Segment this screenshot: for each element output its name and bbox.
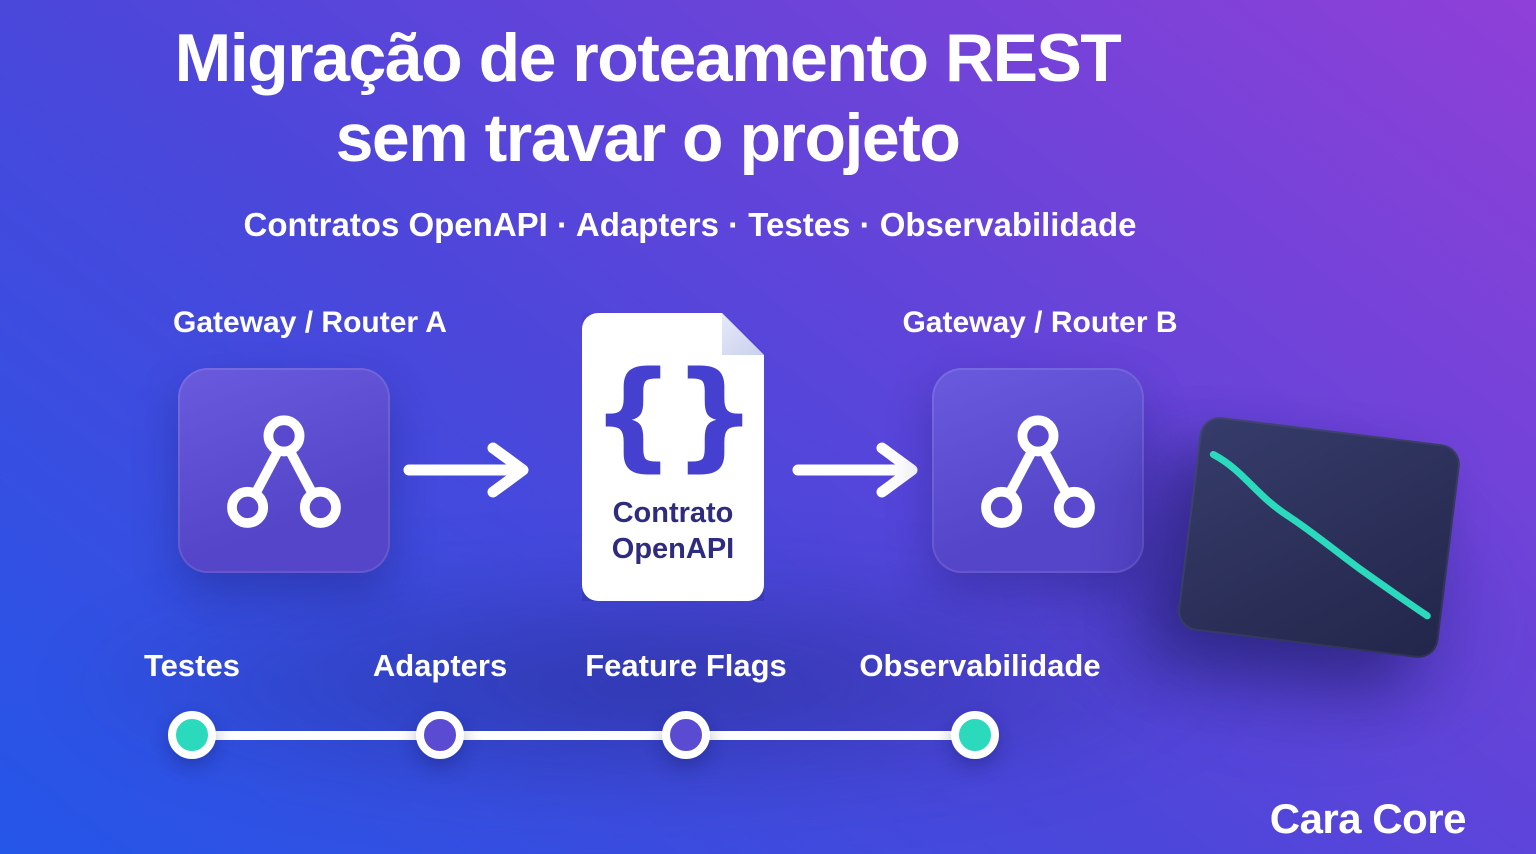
- timeline-dot-feature-flags: [662, 711, 710, 759]
- contract-caption-line-2: OpenAPI: [611, 533, 735, 565]
- title-line-1: Migração de roteamento REST: [174, 20, 1122, 96]
- router-b-box: [932, 368, 1144, 573]
- contract-caption-line-1: Contrato: [612, 497, 734, 529]
- network-nodes-icon: [981, 414, 1095, 528]
- page-subtitle: Contratos OpenAPI · Adapters · Testes · …: [243, 206, 1137, 243]
- brand-logo-text: Cara Core: [1269, 795, 1467, 842]
- timeline-dot-testes: [168, 711, 216, 759]
- timeline-label-adapters: Adapters: [372, 648, 508, 683]
- router-a-label: Gateway / Router A: [173, 306, 447, 339]
- timeline-label-observabilidade: Observabilidade: [859, 648, 1101, 683]
- arrow-right-icon: [403, 440, 538, 500]
- timeline-dot-observabilidade: [951, 711, 999, 759]
- contract-caption: Contrato OpenAPI: [612, 495, 734, 567]
- router-a-box: [178, 368, 390, 573]
- timeline-track: [192, 731, 975, 740]
- timeline-label-feature-flags: Feature Flags: [585, 648, 787, 683]
- sparkline-chart-icon: [1209, 451, 1431, 620]
- network-nodes-icon: [227, 414, 341, 528]
- observability-metric-card: [1175, 414, 1463, 661]
- timeline-label-testes: Testes: [144, 648, 240, 683]
- timeline-dot-adapters: [416, 711, 464, 759]
- title-line-2: sem travar o projeto: [335, 100, 961, 177]
- braces-icon: {}: [590, 345, 755, 483]
- router-b-label: Gateway / Router B: [902, 306, 1178, 339]
- arrow-right-icon: [792, 440, 927, 500]
- folded-corner: [722, 313, 764, 355]
- openapi-contract-card: {} Contrato OpenAPI: [582, 313, 764, 601]
- page-title: Migração de roteamento REST sem travar o…: [60, 18, 1235, 178]
